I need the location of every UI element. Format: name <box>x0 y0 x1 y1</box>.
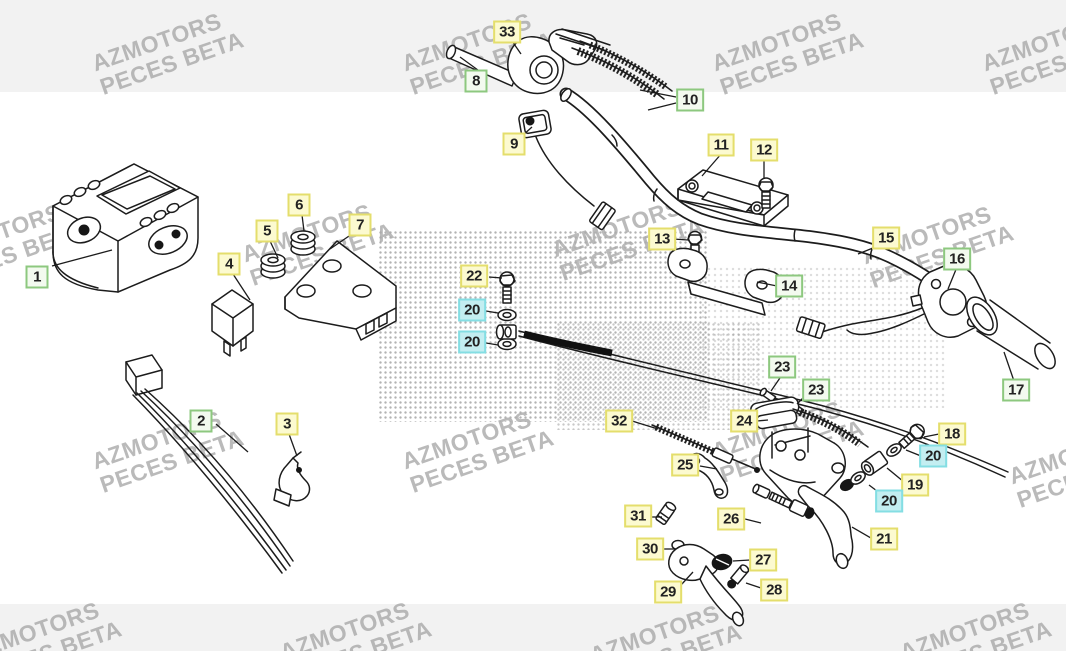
leader-line <box>701 152 723 177</box>
part-3-clamp-drawing <box>273 451 311 507</box>
callout-4[interactable]: 4 <box>217 252 241 276</box>
part-5-grommet-drawing <box>260 253 286 279</box>
callout-8[interactable]: 8 <box>464 69 488 93</box>
leader-line <box>745 582 762 589</box>
callout-25[interactable]: 25 <box>671 453 699 477</box>
leader-lines-layer <box>51 40 1015 589</box>
callout-16[interactable]: 16 <box>943 247 971 271</box>
part-2-harness-drawing <box>125 354 294 574</box>
leader-line <box>269 240 279 259</box>
part-26-adjuster-drawing <box>752 483 815 519</box>
callout-12[interactable]: 12 <box>750 138 778 162</box>
leader-line <box>232 273 251 301</box>
part-22-bolt-drawing <box>499 271 516 304</box>
part-20-washers-drawing <box>497 308 517 351</box>
callout-14[interactable]: 14 <box>775 274 803 298</box>
leader-line <box>639 89 677 98</box>
brake-hose-drawing <box>792 408 869 448</box>
callout-30[interactable]: 30 <box>636 537 664 561</box>
callout-15[interactable]: 15 <box>872 226 900 250</box>
callout-26[interactable]: 26 <box>717 507 745 531</box>
callout-20[interactable]: 20 <box>458 298 486 322</box>
callout-1[interactable]: 1 <box>25 265 49 289</box>
callout-13[interactable]: 13 <box>648 227 676 251</box>
callout-24[interactable]: 24 <box>730 409 758 433</box>
part-1-speedometer-drawing <box>52 163 199 293</box>
callout-6[interactable]: 6 <box>287 193 311 217</box>
leader-line <box>699 465 718 470</box>
callout-23[interactable]: 23 <box>768 355 796 379</box>
callout-2[interactable]: 2 <box>189 409 213 433</box>
leader-line <box>756 281 778 287</box>
part-6-grommet-drawing <box>290 230 316 256</box>
leader-line <box>680 571 694 586</box>
callout-27[interactable]: 27 <box>749 548 777 572</box>
leader-line <box>947 266 958 290</box>
leader-line <box>301 214 305 232</box>
callout-18[interactable]: 18 <box>938 422 966 446</box>
leader-line <box>215 423 249 453</box>
part-28-bolt-drawing <box>727 564 750 589</box>
callout-21[interactable]: 21 <box>870 527 898 551</box>
callout-17[interactable]: 17 <box>1002 378 1030 402</box>
leader-line <box>732 559 751 562</box>
part-7-bracket-drawing <box>284 240 397 341</box>
part-18-banjo-bolt-drawing <box>898 423 925 450</box>
part-17-grip-drawing <box>966 296 1056 370</box>
callout-5[interactable]: 5 <box>255 219 279 243</box>
leader-line <box>851 526 872 539</box>
part-15-handlebar-drawing <box>559 87 956 300</box>
leader-line <box>744 518 762 524</box>
part-16-switch-housing-drawing <box>795 264 988 340</box>
leader-line <box>647 102 677 111</box>
leader-line <box>923 433 940 438</box>
callout-20[interactable]: 20 <box>919 444 947 468</box>
part-11-upper-clamp-drawing <box>677 169 789 227</box>
part-12-bolt-drawing <box>758 177 774 209</box>
callout-28[interactable]: 28 <box>760 578 788 602</box>
callout-31[interactable]: 31 <box>624 504 652 528</box>
callout-20[interactable]: 20 <box>875 489 903 513</box>
part-27-knob-drawing <box>711 553 733 571</box>
leader-line <box>488 276 503 279</box>
leader-line <box>51 249 113 267</box>
part-29-clutch-lever-drawing <box>668 543 745 627</box>
leader-line <box>1003 351 1015 382</box>
callout-11[interactable]: 11 <box>707 133 735 157</box>
part-4-relay-drawing <box>211 289 254 357</box>
leader-line <box>756 419 769 422</box>
callout-9[interactable]: 9 <box>502 132 526 156</box>
callout-29[interactable]: 29 <box>654 580 682 604</box>
leader-line <box>485 342 499 346</box>
part-8-throttle-drawing <box>445 28 598 95</box>
callout-33[interactable]: 33 <box>493 20 521 44</box>
callout-3[interactable]: 3 <box>275 412 299 436</box>
callout-22[interactable]: 22 <box>460 264 488 288</box>
master-cylinder-drawing <box>759 427 855 507</box>
leader-line <box>329 233 353 250</box>
part-32-cable-drawing <box>651 423 760 473</box>
part-21-brake-lever-drawing <box>797 484 854 570</box>
part-19-banjo-fitting-drawing <box>850 443 902 485</box>
callout-19[interactable]: 19 <box>901 473 929 497</box>
callout-23[interactable]: 23 <box>802 378 830 402</box>
leader-line <box>905 449 922 457</box>
part-14-riser-clamps-drawing <box>667 247 785 316</box>
leader-line <box>631 420 659 430</box>
callout-7[interactable]: 7 <box>348 213 372 237</box>
callout-32[interactable]: 32 <box>605 409 633 433</box>
callout-10[interactable]: 10 <box>676 88 704 112</box>
leader-line <box>485 310 499 314</box>
part-31-pin-drawing <box>655 501 677 526</box>
callout-20[interactable]: 20 <box>458 330 486 354</box>
leader-line <box>288 433 298 457</box>
